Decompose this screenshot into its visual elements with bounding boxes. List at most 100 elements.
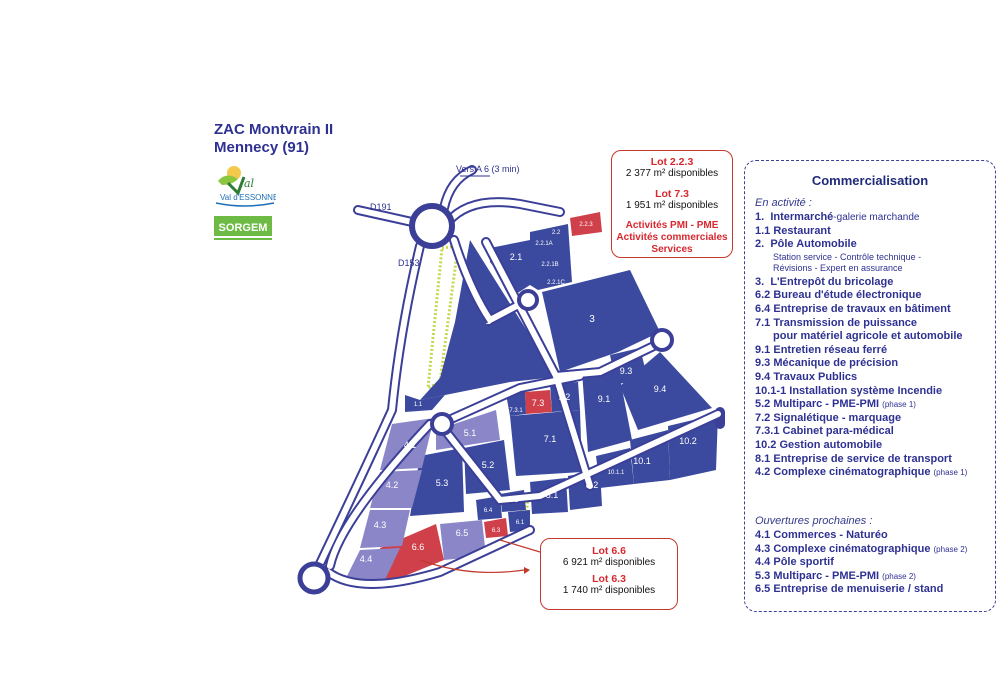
lot-7-3-1[interactable] [506,392,526,416]
list-item: 6.5 Entreprise de menuiserie / stand [755,583,944,596]
lot-2-1[interactable] [490,240,530,294]
roundabout-east [650,328,674,352]
callout-arrow-6-6 [419,559,525,574]
lot-label-5-2: 5.2 [482,460,495,470]
lot-6-1[interactable] [508,510,530,532]
lot-5-3[interactable] [410,448,464,516]
lot-6-6[interactable] [380,524,444,580]
lot-9-1[interactable] [582,368,632,452]
lot-label-9-4: 9.4 [654,384,667,394]
callout-bottom: Lot 6.6 6 921 m² disponibles Lot 6.3 1 7… [540,538,678,610]
list-item: 7.1 Transmission de puissance [755,316,918,329]
list-item: 4.2 Complexe cinématographique (phase 1) [755,466,968,479]
lot-label-10-2: 10.2 [679,436,697,446]
list-item: 9.1 Entretien réseau ferré [755,343,888,356]
soon-list: 4.1 Commerces - Naturéo 4.3 Complexe cin… [755,529,991,597]
lot-6-5[interactable] [440,520,486,560]
list-item: 9.4 Travaux Publics [755,370,858,383]
lot-label-2-2-1c: 2.2.1C [547,280,565,286]
list-item: 6.4 Entreprise de travaux en bâtiment [755,302,951,315]
list-item: 8.1 Entreprise de service de transport [755,452,952,465]
site-map: D191 D153 Vers A 6 (3 min) 1 1.1 2.1 2.2… [297,164,725,595]
lot-3[interactable] [542,270,660,372]
lot-7-3[interactable] [525,390,552,414]
list-item: 6.2 Bureau d'étude électronique [755,289,922,302]
lot-label-7-3-1: 7.3.1 [509,408,523,414]
lot-label-6-2: 6.2 [510,498,519,504]
callout-lot-2-2-3-dispo: 2 377 m² disponibles [625,168,719,179]
list-item: 9.3 Mécanique de précision [755,357,899,370]
list-item: 3. L'Entrepôt du bricolage [755,275,894,288]
lot-label-2-2-1b: 2.2.1B [541,262,558,268]
lot-label-6-1: 6.1 [516,520,525,526]
lot-label-7-3: 7.3 [532,398,545,408]
title-line-1: ZAC Montvrain II [214,121,334,138]
sorgem-text: SORGEM [219,222,268,234]
lot-label-4-3: 4.3 [374,520,387,530]
lot-7-1[interactable] [510,410,582,476]
val-essonne-text: Val d'ESSONNE [220,193,276,202]
commercialisation-panel: Commercialisation En activité : 1. Inter… [744,160,996,612]
lot-label-2-2-1a: 2.2.1A [535,241,552,247]
roundabout-west [430,412,454,436]
panel-title: Commercialisation [811,173,929,188]
callout-lot-6-3: Lot 6.3 [592,573,626,585]
lot-2-2[interactable] [530,224,572,290]
lot-label-4-2: 4.2 [386,480,399,490]
callout-lot-7-3: Lot 7.3 [655,188,689,200]
section-en-activite: En activité : [755,197,812,209]
lot-label-1: 1 [485,316,491,327]
callout-lot-6-6: Lot 6.6 [592,545,626,557]
lot-2-2-3[interactable] [570,212,602,236]
road-label-d191: D191 [370,202,392,212]
lot-label-8-1: 8.1 [546,490,559,500]
lot-label-2-2: 2.2 [552,230,561,236]
road-label-d153: D153 [398,258,420,268]
lot-label-3: 3 [589,314,595,325]
lot-label-5-1: 5.1 [464,428,477,438]
val-essonne-logo: al Val d'ESSONNE [215,166,276,207]
lot-label-4-1: 4.1 [404,440,417,450]
lot-label-2-1: 2.1 [510,252,523,262]
list-item: 10.2 Gestion automobile [755,438,883,451]
lot-label-7-1: 7.1 [544,434,557,444]
lot-labels: 1 1.1 2.1 2.2 2.2.1A 2.2.1B 2.2.1C 2.2.3… [360,222,697,564]
list-item: 10.1-1 Installation système Incendie [755,384,943,397]
lot-1-1[interactable] [405,395,445,412]
lot-label-6-6: 6.6 [412,542,425,552]
callout-activity-2: Activités commerciales [616,232,728,243]
section-ouvertures: Ouvertures prochaines : [755,515,873,527]
title-line-2: Mennecy (91) [214,139,310,156]
callout-activity-1: Activités PMI - PME [625,220,719,231]
lot-4-3[interactable] [360,510,410,548]
lot-4-4[interactable] [346,548,400,582]
callout-activity-3: Services [651,244,693,255]
list-item: 5.2 Multiparc - PME-PMI (phase 1) [755,398,916,411]
zac-title: ZAC Montvrain II Mennecy (91) [214,121,333,157]
lot-label-10-1: 10.1 [633,456,651,466]
lot-5-2[interactable] [464,440,510,494]
lot-label-7-2: 7.2 [558,392,571,402]
lot-label-4-4: 4.4 [360,554,373,564]
list-item: 7.3.1 Cabinet para-médical [755,425,894,438]
roundabout-north [409,203,455,249]
lot-label-9-3: 9.3 [620,366,633,376]
lot-9-4[interactable] [620,352,712,430]
lot-label-10-1-1: 10.1.1 [608,470,625,476]
lot-label-2-2-3: 2.2.3 [579,222,593,228]
list-item: 4.3 Complexe cinématographique (phase 2) [755,542,968,555]
lot-6-3[interactable] [484,518,508,538]
list-item: 5.3 Multiparc - PME-PMI (phase 2) [755,569,916,582]
callout-lot-7-3-dispo: 1 951 m² disponibles [625,200,719,211]
lot-label-8-2: 8.2 [586,480,599,490]
list-item: 4.1 Commerces - Naturéo [755,529,888,541]
list-item: 2. Pôle Automobile Station service - Con… [755,238,922,273]
road-label-a6: Vers A 6 (3 min) [456,164,520,174]
lot-label-6-5: 6.5 [456,528,469,538]
callout-lot-6-3-dispo: 1 740 m² disponibles [562,585,656,596]
list-item: 4.4 Pôle sportif [755,556,834,569]
list-item: 1. Intermarché-galerie marchande [755,211,920,223]
list-item: 7.2 Signalétique - marquage [755,411,902,424]
callout-top: Lot 2.2.3 2 377 m² disponibles Lot 7.3 1… [611,150,733,258]
roundabout-south [297,561,331,595]
